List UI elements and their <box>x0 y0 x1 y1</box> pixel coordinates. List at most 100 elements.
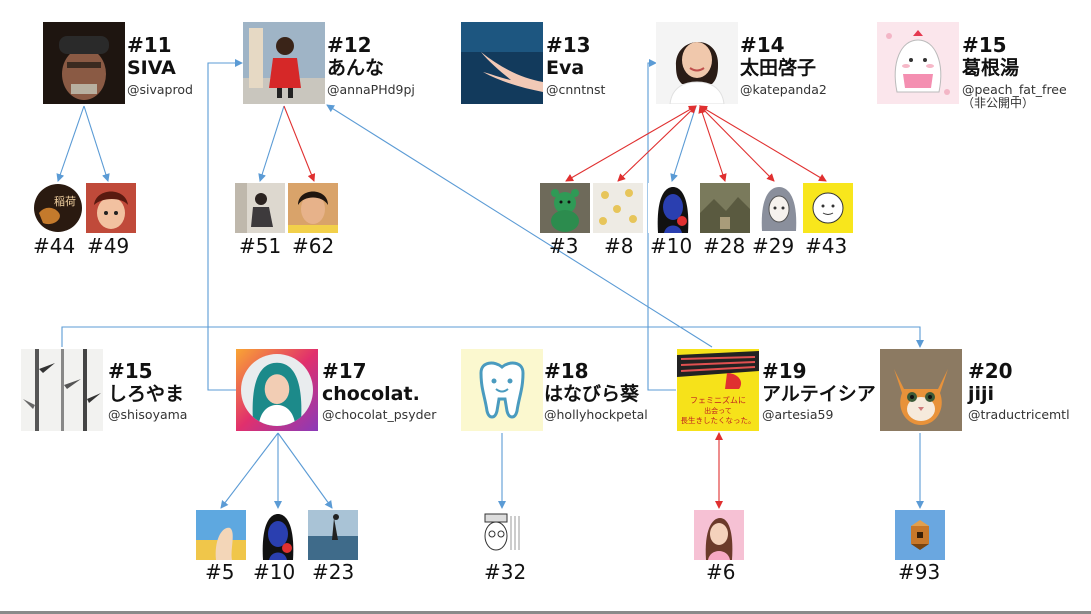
yellow-smiley-thumb-icon <box>803 183 853 233</box>
mutual-12-62 <box>283 105 316 182</box>
follower-51-thumb[interactable] <box>235 183 285 233</box>
account-number: #17 <box>322 359 367 383</box>
follower-49-thumb[interactable] <box>86 183 136 233</box>
seaside-photo-thumb-icon <box>308 510 358 560</box>
woman-portrait-thumb-icon <box>288 183 338 233</box>
woman-portrait-photo-icon <box>656 22 738 104</box>
follower-label: #93 <box>898 560 941 584</box>
kanji-badge-thumb-icon: 稲荷 <box>33 183 83 233</box>
svg-text:フェミニズムに: フェミニズムに <box>690 395 746 405</box>
account-handle[interactable]: @sivaprod <box>127 82 193 97</box>
account-number: #14 <box>740 33 785 57</box>
mutual-14-28 <box>698 105 727 182</box>
follower-label: #29 <box>752 234 795 258</box>
follower-label: #44 <box>33 234 76 258</box>
mutual-14-43 <box>699 105 827 182</box>
follower-label: #5 <box>205 560 235 584</box>
account-number: #15 <box>962 33 1007 57</box>
avatar-15-kakkonto[interactable] <box>877 22 959 104</box>
account-handle[interactable]: @chocolat_psyder <box>322 407 437 422</box>
account-number: #15 <box>108 359 153 383</box>
account-number: #20 <box>968 359 1013 383</box>
mutual-14-3 <box>565 105 697 182</box>
account-name: jiji <box>968 383 995 405</box>
account-handle[interactable]: @artesia59 <box>762 407 834 422</box>
avatar-20-jiji[interactable] <box>880 349 962 431</box>
follower-label: #32 <box>484 560 527 584</box>
account-name: SIVA <box>127 57 176 79</box>
svg-text:稲荷: 稲荷 <box>54 195 76 208</box>
account-handle[interactable]: @shisoyama <box>108 407 188 422</box>
mutual-14-8 <box>617 105 697 182</box>
avatar-17-chocolat[interactable] <box>236 349 318 431</box>
account-number: #18 <box>544 359 589 383</box>
avatar-18-hanabira[interactable] <box>461 349 543 431</box>
link-17-12 <box>207 59 243 391</box>
private-status-note: （非公開中） <box>962 96 1035 110</box>
follower-label: #3 <box>549 234 579 258</box>
cute-character-drawing-icon <box>877 22 959 104</box>
follower-32-thumb[interactable] <box>477 510 527 560</box>
account-handle[interactable]: @katepanda2 <box>740 82 827 97</box>
avatar-13-eva[interactable] <box>461 22 543 104</box>
follower-28-thumb[interactable] <box>700 183 750 233</box>
follower-10b-thumb[interactable] <box>253 510 303 560</box>
avatar-15-shiroyama[interactable] <box>21 349 103 431</box>
account-name: アルテイシア <box>762 383 876 405</box>
account-handle[interactable]: @hollyhockpetal <box>544 407 648 422</box>
link-11-44 <box>56 105 85 182</box>
follower-label: #8 <box>604 234 634 258</box>
account-name: chocolat. <box>322 383 420 405</box>
account-name: Eva <box>546 57 585 79</box>
follower-label: #51 <box>239 234 282 258</box>
account-handle[interactable]: @traductricemtl <box>968 407 1070 422</box>
blue-face-woman-thumb-icon <box>648 183 698 233</box>
follower-43-thumb[interactable] <box>803 183 853 233</box>
blue-face-woman-thumb-icon <box>253 510 303 560</box>
manga-man-thumb-icon <box>477 510 527 560</box>
avatar-11-siva[interactable] <box>43 22 125 104</box>
follower-label: #49 <box>87 234 130 258</box>
anime-boy-thumb-icon <box>86 183 136 233</box>
follower-10-thumb[interactable] <box>648 183 698 233</box>
account-name: しろやま <box>108 383 185 405</box>
follower-93-thumb[interactable] <box>895 510 945 560</box>
landscape-thumb-icon <box>700 183 750 233</box>
follower-label: #43 <box>805 234 848 258</box>
follower-label: #10 <box>650 234 693 258</box>
pixel-block-thumb-icon <box>895 510 945 560</box>
link-19-12 <box>326 104 713 348</box>
pink-woman-thumb-icon <box>694 510 744 560</box>
follower-label: #62 <box>292 234 335 258</box>
tooth-character-drawing-icon <box>461 349 543 431</box>
follower-62-thumb[interactable] <box>288 183 338 233</box>
avatar-14-kate[interactable] <box>656 22 738 104</box>
follower-label: #23 <box>312 560 355 584</box>
follower-23-thumb[interactable] <box>308 510 358 560</box>
link-11-49 <box>83 105 110 182</box>
account-name: あんな <box>327 57 385 79</box>
anime-girl-thumb-icon <box>754 183 804 233</box>
account-handle[interactable]: @cnntnst <box>546 82 606 97</box>
link-15-20 <box>61 326 924 348</box>
book-cover-yellow-icon: フェミニズムに 出会って 長生きしたくなった。 <box>677 349 759 431</box>
woman-teal-hair-photo-icon <box>241 354 313 426</box>
follower-label: #6 <box>706 560 736 584</box>
follower-29-thumb[interactable] <box>754 183 804 233</box>
account-name: 太田啓子 <box>740 57 817 79</box>
follower-6-thumb[interactable] <box>694 510 744 560</box>
kitten-photo-icon <box>880 349 962 431</box>
follower-5-thumb[interactable] <box>196 510 246 560</box>
follower-8-thumb[interactable] <box>593 183 643 233</box>
follower-3-thumb[interactable] <box>540 183 590 233</box>
account-handle[interactable]: @annaPHd9pj <box>327 82 415 97</box>
follower-44-thumb[interactable]: 稲荷 <box>33 183 83 233</box>
man-with-cap-photo-icon <box>43 22 125 104</box>
avatar-12-anna[interactable] <box>243 22 325 104</box>
bottom-divider <box>0 611 1091 614</box>
green-teddy-thumb-icon <box>540 183 590 233</box>
link-17-5 <box>220 432 279 509</box>
avatar-19-artesia[interactable]: フェミニズムに 出会って 長生きしたくなった。 <box>677 349 759 431</box>
account-handle[interactable]: @peach_fat_free <box>962 82 1067 97</box>
